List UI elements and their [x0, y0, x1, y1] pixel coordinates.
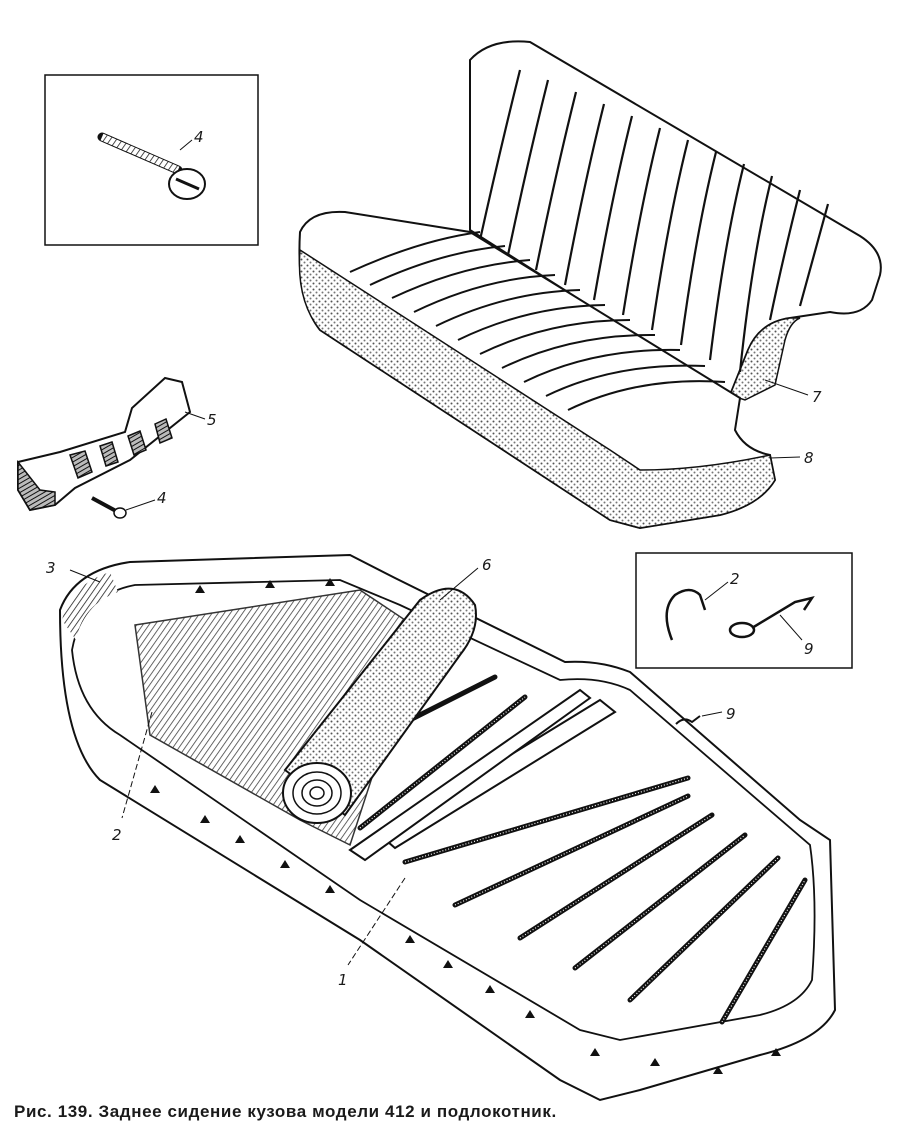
bolt-top-label: 4 — [194, 128, 204, 146]
backrest-label: 7 — [812, 388, 822, 406]
armrest-bolt-label: 4 — [157, 489, 167, 507]
armrest: 5 4 — [17, 376, 217, 519]
spring-rows-label: 1 — [338, 971, 348, 989]
figure-caption: Рис. 139. Заднее сидение кузова модели 4… — [14, 1102, 557, 1121]
roll-spiral — [292, 771, 342, 815]
roll-body — [283, 587, 477, 817]
rear-seat: 7 8 — [298, 40, 882, 530]
seat-frame: 9 3 6 2 1 — [46, 553, 837, 1102]
frame-spring-label: 9 — [726, 705, 736, 723]
roll-label: 6 — [482, 556, 492, 574]
frame-leader — [69, 569, 101, 583]
loose-spring-icon — [675, 715, 701, 725]
cushion-label: 8 — [804, 449, 814, 467]
armrest-segments — [69, 417, 173, 480]
spring-inset-label: 9 — [804, 640, 814, 658]
bolt-inset: 4 — [44, 74, 259, 246]
bolt-icon — [97, 132, 206, 200]
roll-leader — [439, 567, 479, 601]
spring-coils — [359, 696, 806, 1023]
hook-inset-leader — [704, 581, 729, 601]
bolt-inset-frame — [44, 74, 259, 246]
frame-spring-leader — [701, 711, 723, 717]
hook-icon — [665, 588, 707, 641]
backrest-side — [729, 317, 801, 401]
armrest-label: 5 — [207, 411, 217, 429]
armrest-screw-icon — [91, 496, 127, 519]
frame-holes — [150, 578, 781, 1074]
bolt-top-leader — [179, 139, 193, 151]
armrest-underside — [17, 459, 56, 511]
armrest-leader — [184, 411, 206, 420]
hook-inset-label: 2 — [730, 570, 740, 588]
frame-hook-label: 2 — [112, 826, 122, 844]
spring-clip-icon — [728, 596, 815, 639]
backrest-pleats — [478, 69, 830, 373]
spring-rows-leader — [347, 877, 406, 966]
rolled-cover — [282, 587, 477, 824]
backrest-leader — [764, 379, 809, 396]
spring-inset-leader — [779, 614, 803, 641]
frame-corner-shade — [62, 572, 118, 640]
cushion-leader — [769, 456, 801, 459]
guide-bars — [348, 688, 617, 862]
frame-hook-leader — [121, 711, 153, 819]
cushion-front-face — [298, 248, 776, 529]
clips-inset-frame — [635, 552, 853, 669]
cushion-pleats — [349, 231, 726, 411]
clips-inset: 2 9 — [635, 552, 853, 669]
armrest-bolt-leader — [125, 499, 156, 511]
frame-label: 3 — [46, 559, 56, 577]
